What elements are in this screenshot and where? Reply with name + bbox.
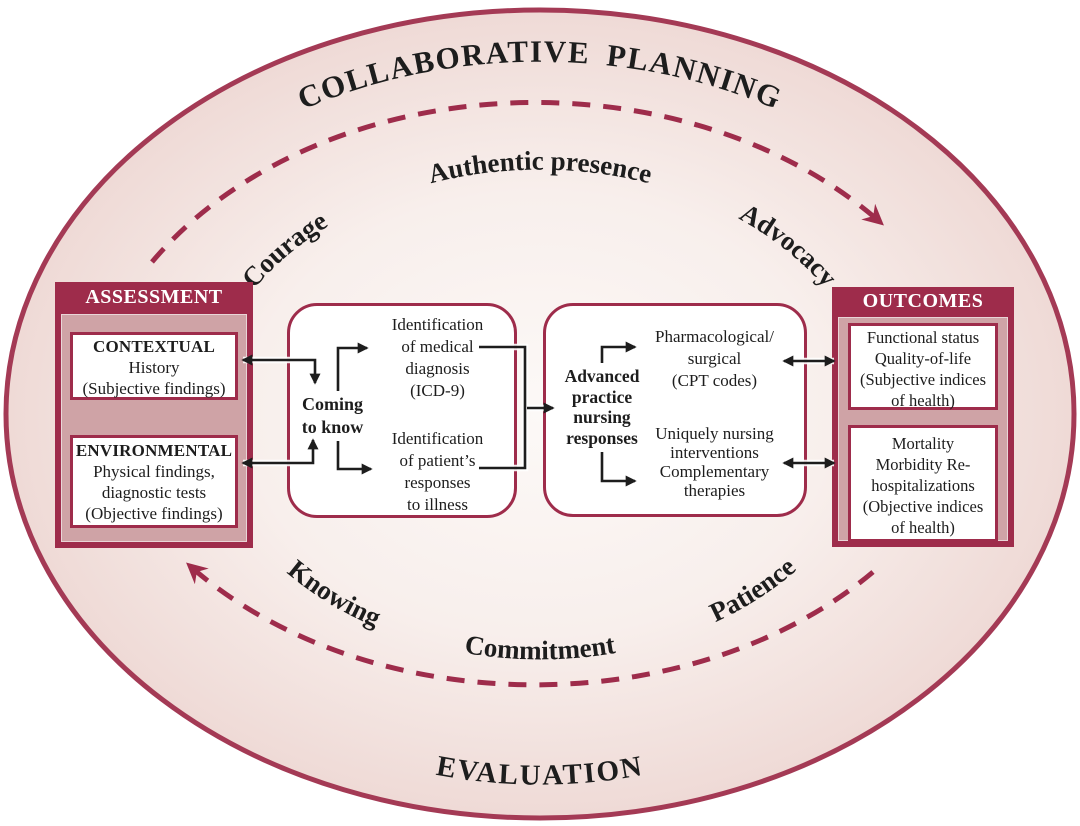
environmental-line: diagnostic tests [101, 483, 207, 502]
contextual-line: History [128, 358, 180, 377]
uniquely-nursing-text: Uniquely nursing interventions Complemen… [655, 424, 774, 500]
pharmacological-text: Pharmacological/ surgical (CPT codes) [655, 327, 774, 390]
assessment-panel: ASSESSMENT CONTEXTUAL History (Subjectiv… [55, 282, 253, 548]
subjective-outcomes-box: Functional status Quality-of-life (Subje… [848, 323, 998, 410]
environmental-title: ENVIRONMENTAL [75, 441, 233, 460]
outcomes-header: OUTCOMES [862, 290, 984, 312]
assessment-body: CONTEXTUAL History (Subjective findings)… [61, 314, 247, 542]
subjective-line: of health) [891, 391, 955, 410]
environmental-line: (Objective findings) [85, 504, 223, 523]
objective-line: Mortality [891, 434, 955, 453]
outcomes-body: Functional status Quality-of-life (Subje… [838, 317, 1008, 542]
subjective-line: (Subjective indices [859, 370, 986, 389]
contextual-box: CONTEXTUAL History (Subjective findings) [70, 332, 238, 400]
coming-to-know-box [287, 303, 517, 518]
environmental-line: Physical findings, [93, 462, 215, 481]
assessment-header: ASSESSMENT [85, 286, 223, 308]
subjective-line: Quality-of-life [874, 349, 972, 368]
cycle-arrow-top [150, 99, 884, 264]
objective-line: hospitalizations [871, 476, 975, 495]
contextual-title: CONTEXTUAL [93, 337, 215, 356]
objective-line: Morbidity Re- [875, 455, 971, 474]
subjective-line: Functional status [866, 328, 980, 347]
environmental-box: ENVIRONMENTAL Physical findings, diagnos… [70, 435, 238, 528]
advanced-practice-label: Advanced practice nursing responses [564, 366, 640, 448]
coming-to-know-label: Coming to know [301, 394, 364, 437]
objective-line: of health) [891, 518, 955, 537]
identification-patient-text: Identification of patient’s responses to… [391, 429, 484, 514]
cycle-arrow-bottom [186, 562, 875, 688]
objective-line: (Objective indices [862, 497, 984, 516]
contextual-line: (Subjective findings) [82, 379, 226, 398]
identification-medical-text: Identification of medical diagnosis (ICD… [391, 315, 484, 400]
outcomes-panel: OUTCOMES Functional status Quality-of-li… [832, 287, 1014, 547]
objective-outcomes-box: Mortality Morbidity Re- hospitalizations… [848, 425, 998, 542]
